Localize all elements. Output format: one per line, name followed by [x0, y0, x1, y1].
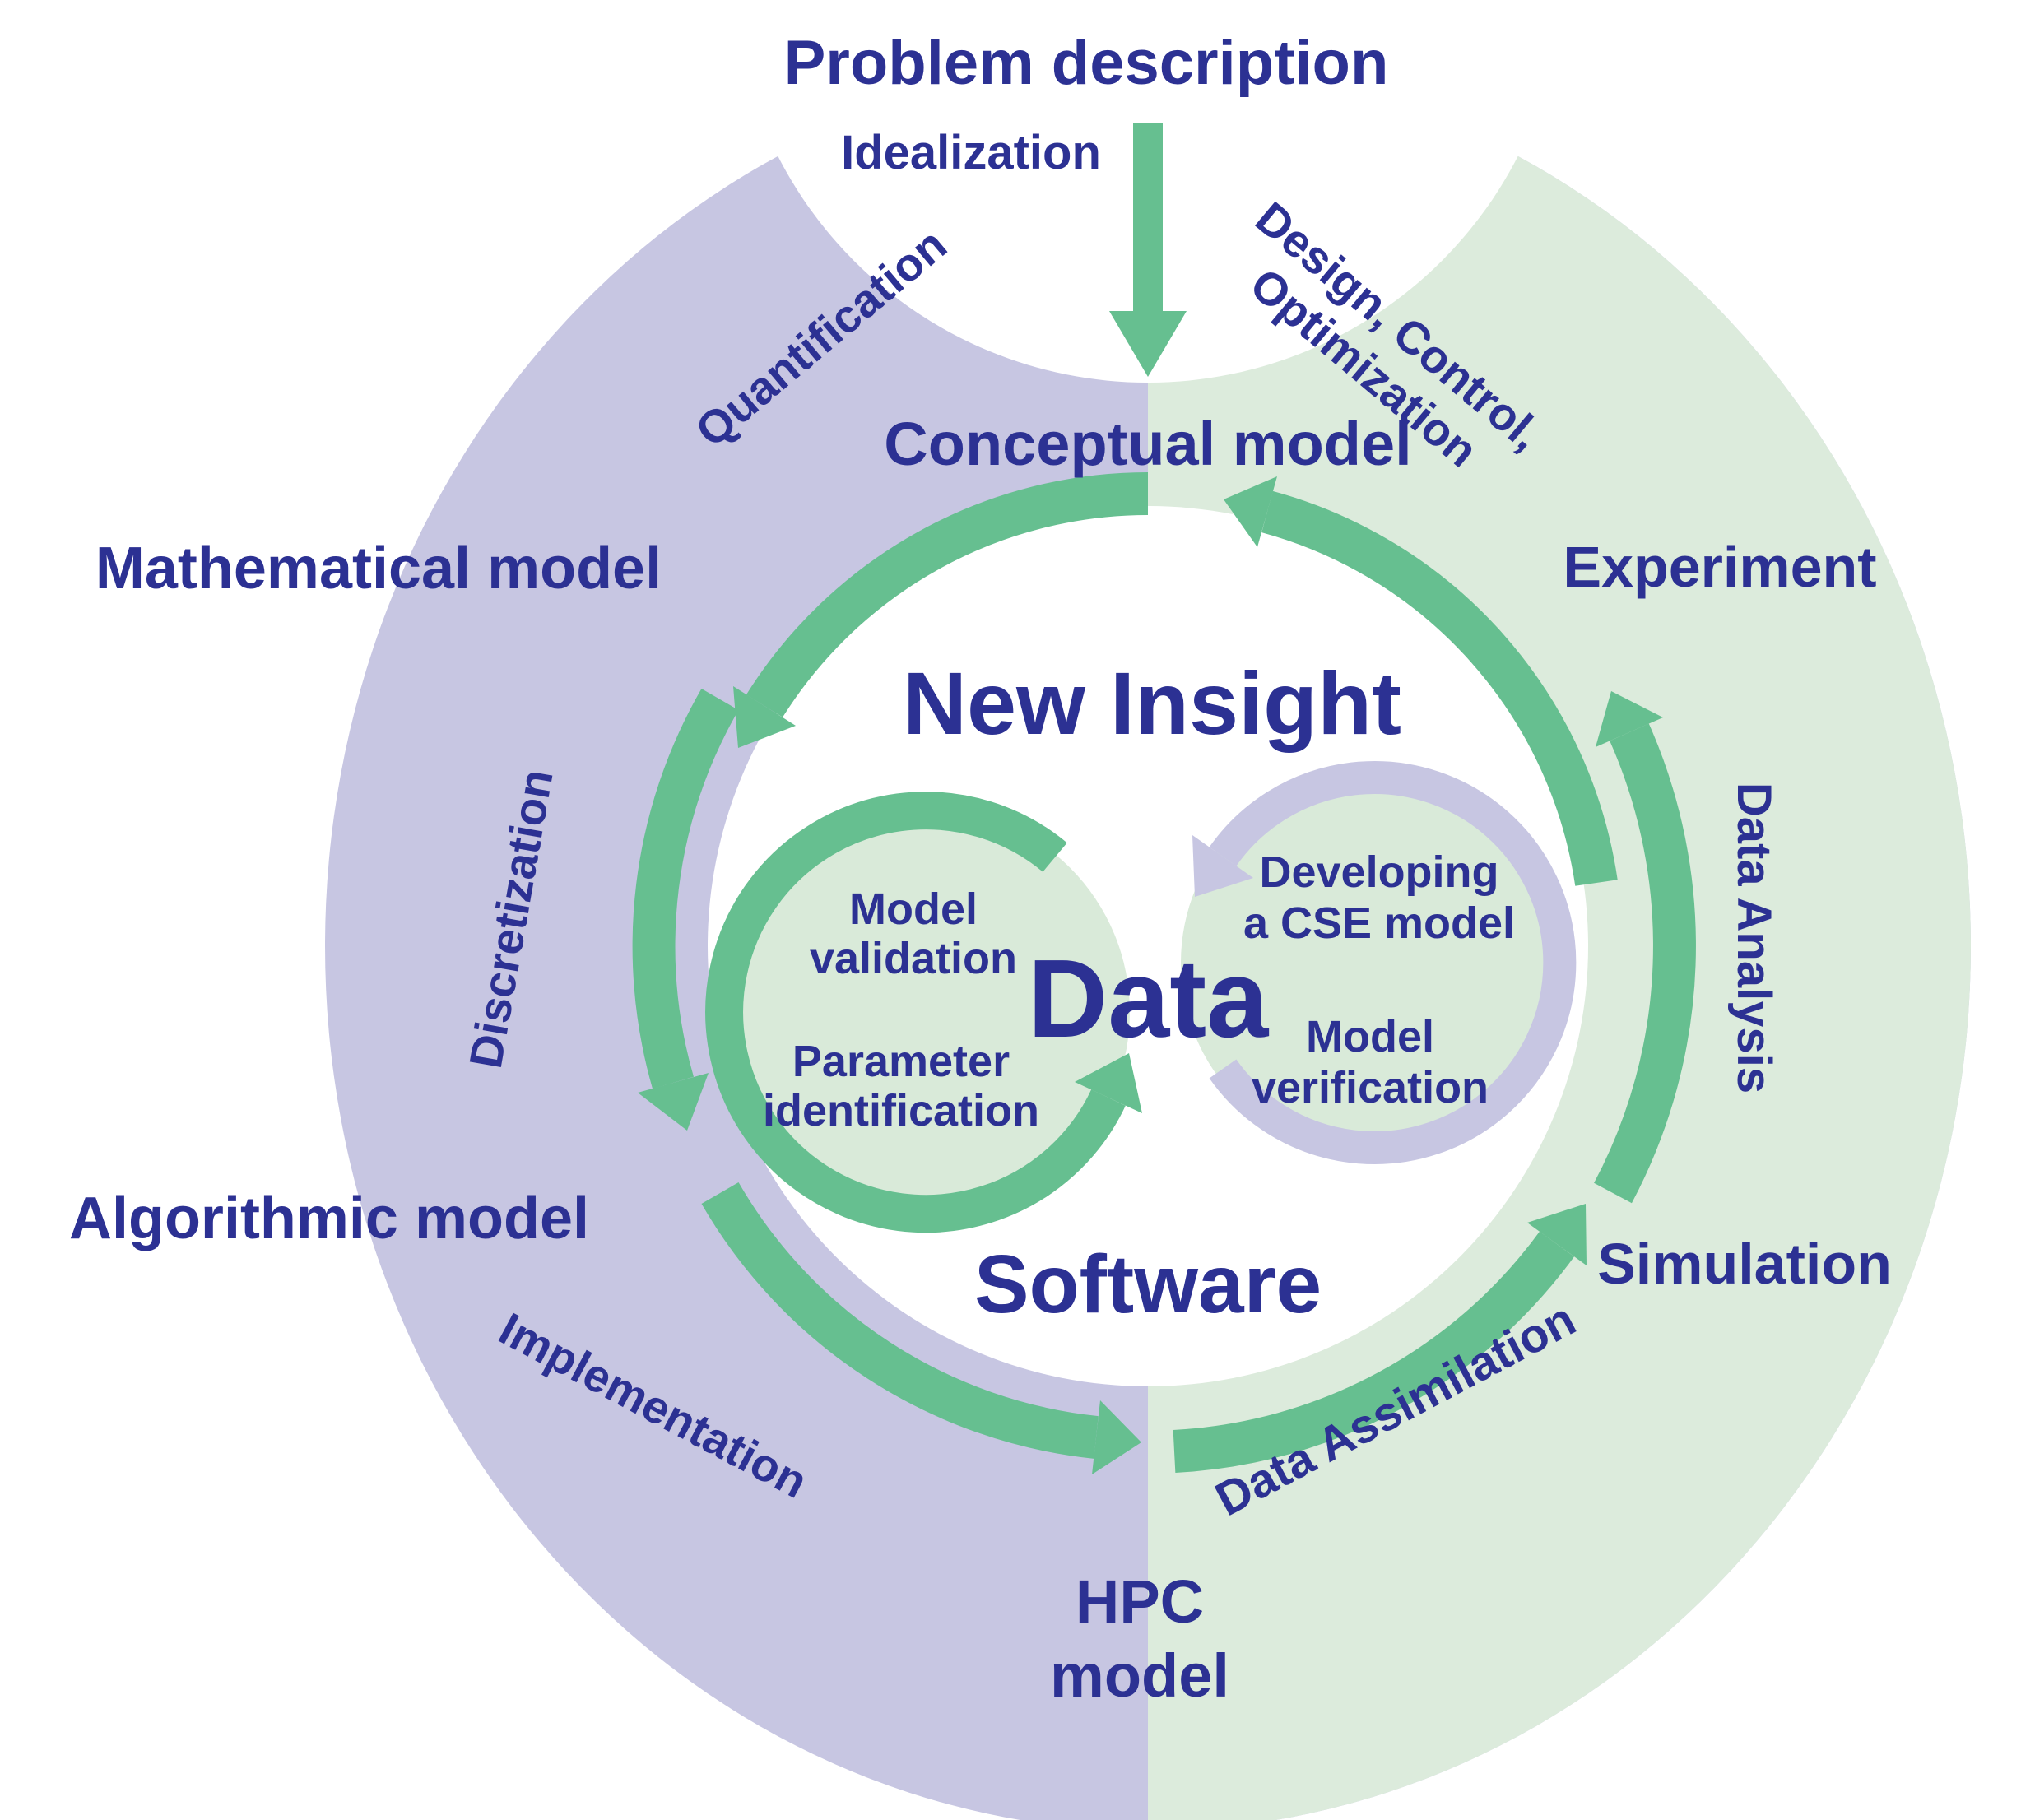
experiment-label: Experiment	[1563, 535, 1876, 599]
implementation-arrow	[701, 1182, 1099, 1459]
left-cycle-fill	[722, 808, 1130, 1216]
left-cycle-ring	[705, 792, 1126, 1233]
model-verification-label-line2: verification	[1252, 1063, 1489, 1112]
hpc-model-label-line2: model	[1050, 1641, 1229, 1710]
discretization-arrowhead	[638, 1073, 709, 1131]
implementation-arrowhead	[1092, 1400, 1141, 1474]
model-validation-label-line2: validation	[810, 934, 1017, 983]
discretization-arrow	[632, 689, 739, 1089]
model-validation-label-line1: Model	[849, 884, 978, 934]
simulation-label: Simulation	[1597, 1232, 1892, 1296]
idealization-arrowhead	[1109, 311, 1187, 377]
idealization-label: Idealization	[841, 126, 1101, 179]
data-label: Data	[1028, 936, 1270, 1061]
parameter-identification-label-line1: Parameter	[792, 1037, 1010, 1086]
right-cycle-ring	[1209, 761, 1577, 1164]
software-label: Software	[974, 1238, 1322, 1330]
conceptual-model-label: Conceptual model	[884, 410, 1411, 478]
data-analysis-arrow	[1594, 723, 1696, 1204]
developing-cse-model-label-line1: Developing	[1259, 847, 1498, 897]
algorithmic-model-label: Algorithmic model	[69, 1186, 589, 1251]
design-control-optimization-arrowhead	[1224, 476, 1277, 547]
new-insight-label: New Insight	[903, 653, 1401, 753]
parameter-identification-label-line2: identification	[763, 1086, 1039, 1135]
problem-description-label: Problem description	[784, 28, 1389, 98]
data-assimilation-arrow	[1173, 1231, 1575, 1473]
right-cycle-arrowhead	[1192, 835, 1253, 897]
right-cycle-fill	[1181, 769, 1568, 1156]
model-verification-label-line1: Model	[1306, 1012, 1434, 1061]
quantification-arrowhead	[733, 686, 796, 748]
design-control-optimization-arrow	[1261, 490, 1618, 886]
data-assimilation-arrowhead	[1527, 1204, 1587, 1265]
hpc-model-label-line1: HPC	[1076, 1567, 1204, 1636]
data-analysis-label: Data Analysis	[1727, 782, 1781, 1093]
data-analysis-arrowhead	[1596, 691, 1663, 747]
quantification-arrow	[746, 472, 1149, 717]
idealization-arrow-shaft	[1133, 123, 1163, 317]
left-cycle-arrowhead	[1075, 1053, 1142, 1113]
mathematical-model-label: Mathematical model	[95, 536, 662, 601]
developing-cse-model-label-line2: a CSE model	[1243, 898, 1515, 948]
